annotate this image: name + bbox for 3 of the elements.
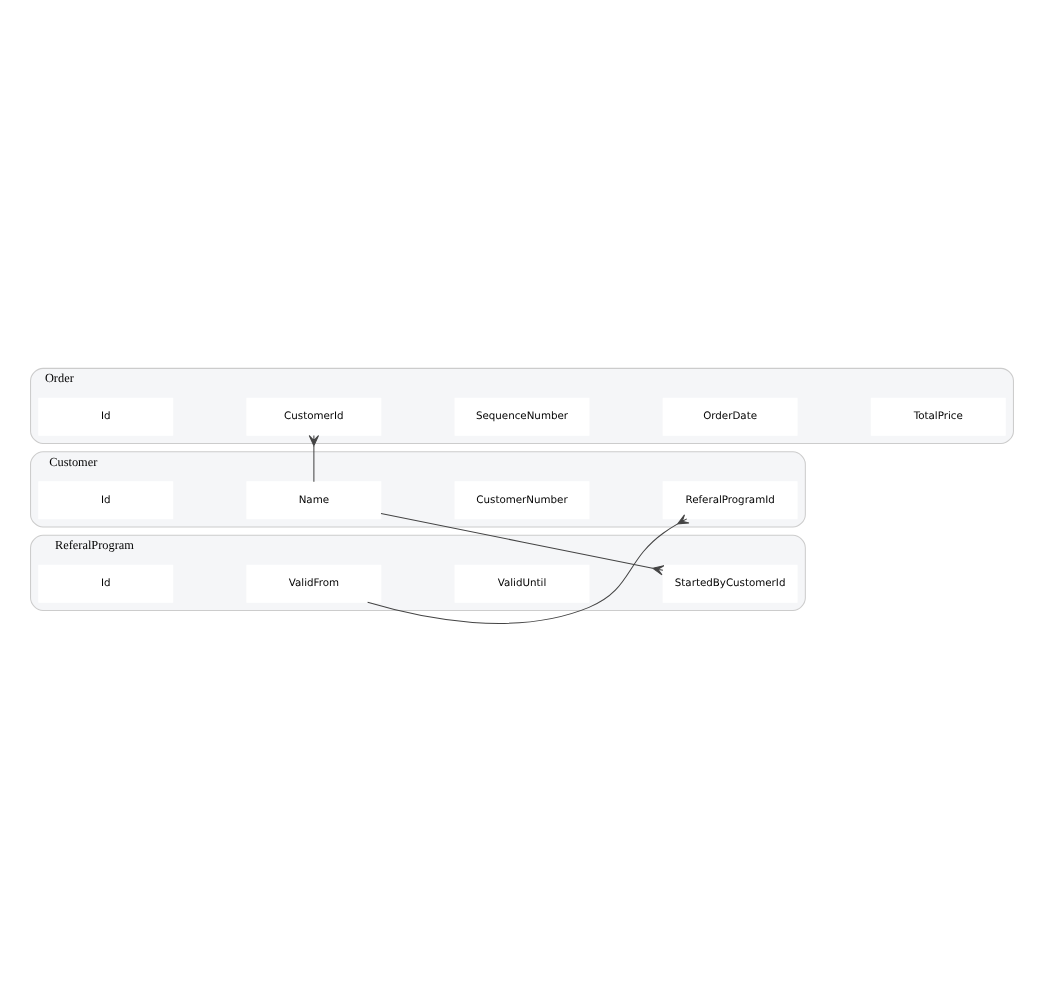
connector	[380, 512, 665, 575]
connector	[367, 513, 690, 623]
connector	[308, 434, 320, 482]
